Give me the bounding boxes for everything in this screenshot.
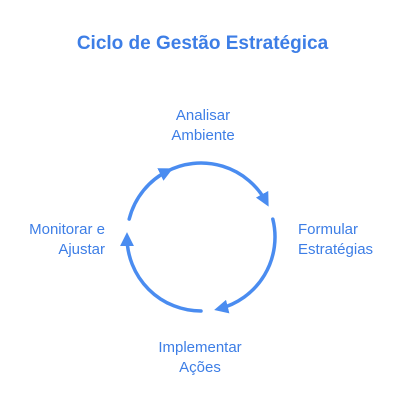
stage-label-line: Monitorar e	[29, 221, 105, 238]
stage-label-line: Analisar	[175, 107, 231, 124]
stage-label-line: Estratégias	[298, 241, 374, 258]
stage-label-line: Formular	[298, 221, 359, 238]
cycle-arrow-bottom-left	[120, 232, 203, 313]
stage-label-line: Ambiente	[171, 127, 235, 144]
stage-label-implementar-acoes: Implementar Ações	[137, 338, 263, 378]
stage-label-line: Ações	[179, 359, 221, 376]
stage-label-analisar-ambiente: Analisar Ambiente	[140, 106, 266, 146]
cycle-arrow-top-right	[164, 161, 269, 207]
diagram-title: Ciclo de Gestão Estratégica	[76, 33, 329, 54]
stage-label-line: Ajustar	[58, 241, 105, 258]
stage-label-line: Implementar	[158, 339, 242, 356]
stage-label-formular-estrategias: Formular Estratégias	[298, 220, 398, 260]
stage-label-monitorar-ajustar: Monitorar e Ajustar	[0, 220, 105, 260]
cycle-arrow-top-left	[127, 168, 173, 221]
cycle-arrow-bottom-right	[214, 217, 277, 314]
